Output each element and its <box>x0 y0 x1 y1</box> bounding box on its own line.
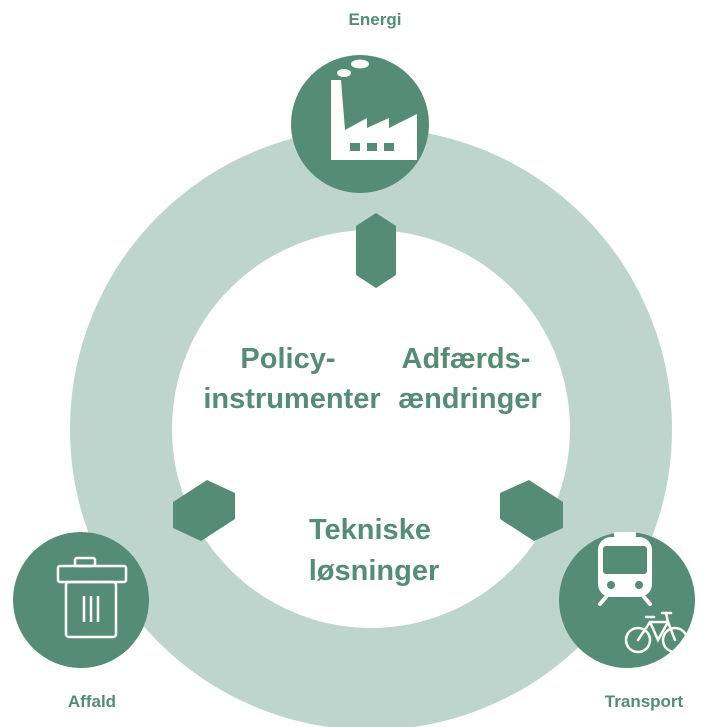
energi-node: Energi <box>291 10 429 193</box>
affald-label: Affald <box>68 692 116 711</box>
train-icon <box>598 532 652 606</box>
right-connector <box>500 480 563 541</box>
policy-line-1: Policy- <box>240 343 335 375</box>
tekniske-line-1: Tekniske <box>309 514 431 546</box>
center-label-policy: Policy- instrumenter <box>203 343 380 415</box>
center-label-tekniske: Tekniske løsninger <box>309 514 440 587</box>
tekniske-line-2: løsninger <box>309 555 440 587</box>
factory-icon <box>331 59 417 160</box>
top-connector <box>356 213 396 288</box>
bicycle-icon <box>624 611 689 654</box>
center-label-adfaerd: Adfærds- ændringer <box>398 343 541 415</box>
transport-label: Transport <box>605 692 684 711</box>
transport-node: Transport <box>559 532 695 711</box>
left-connector <box>173 480 235 541</box>
affald-node: Affald <box>13 532 149 711</box>
adfaerd-line-1: Adfærds- <box>402 343 531 375</box>
affald-circle <box>13 532 149 668</box>
energi-label: Energi <box>349 10 402 29</box>
trash-can-icon <box>56 556 128 639</box>
adfaerd-line-2: ændringer <box>398 383 541 415</box>
policy-line-2: instrumenter <box>203 383 380 415</box>
